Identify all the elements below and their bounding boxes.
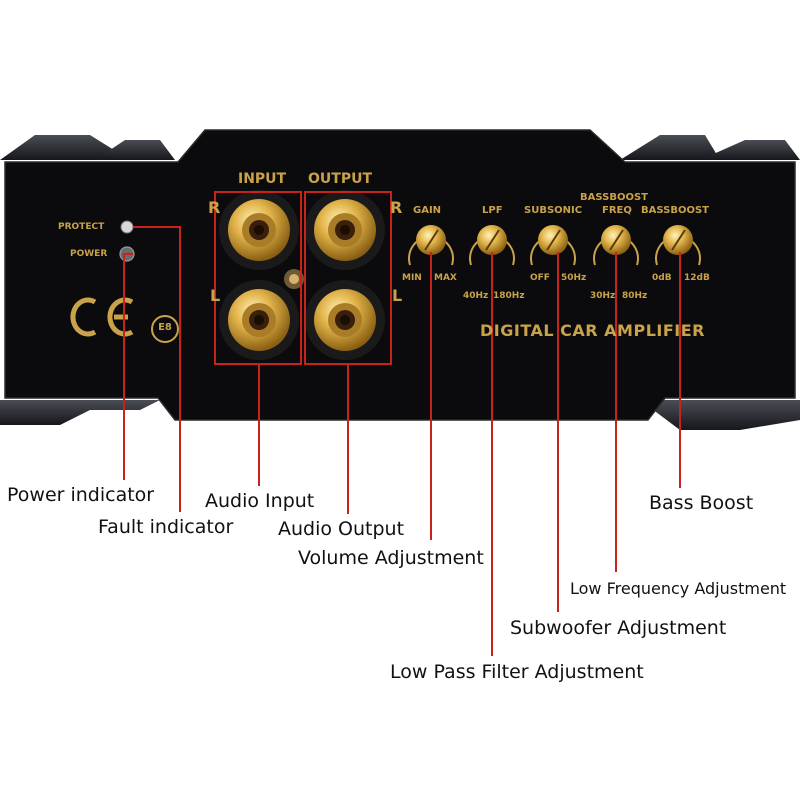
rca-left-label-input: L [210,286,221,305]
subsonic-max-label: 50Hz [561,273,587,283]
audio-output-callout: Audio Output [278,518,405,540]
callout-lines [123,226,681,656]
e-mark-label: E8 [158,322,172,333]
rca-left-label-output: L [392,286,403,305]
audio-input-callout: Audio Input [205,490,315,512]
adjustment-knobs [408,225,701,266]
output-label: OUTPUT [308,171,372,187]
rca-sockets [219,190,385,360]
model-text: DIGITAL CAR AMPLIFIER [480,321,705,340]
subwoofer-adjustment-callout: Subwoofer Adjustment [510,617,727,639]
power-label: POWER [70,249,108,259]
protect-label: PROTECT [58,222,105,232]
heatsink-fins-top [0,135,800,160]
bassboost-label: BASSBOOST [641,205,709,216]
freq-max-label: 80Hz [622,291,648,301]
rca-right-label-output: R [390,198,403,217]
input-label: INPUT [238,171,287,187]
e-mark-circle [151,315,179,343]
fault-indicator-callout: Fault indicator [98,516,234,538]
protect-led [120,220,134,234]
bass-boost-callout: Bass Boost [649,492,754,514]
gain-label: GAIN [413,205,442,216]
lpf-min-label: 40Hz [463,291,489,301]
lpf-label: LPF [482,205,503,216]
amplifier-panel [4,129,796,421]
freq-top-label: BASSBOOST [580,192,648,203]
subsonic-min-label: OFF [530,273,550,283]
bassboost-min-label: 0dB [652,273,672,283]
freq-min-label: 30Hz [590,291,616,301]
freq-label: FREQ [602,205,632,216]
bassboost-max-label: 12dB [684,273,710,283]
volume-adjustment-callout: Volume Adjustment [298,547,484,569]
rca-right-label-input: R [208,198,221,217]
low-frequency-adjustment-callout: Low Frequency Adjustment [570,579,787,598]
gain-min-label: MIN [402,273,422,283]
low-pass-filter-callout: Low Pass Filter Adjustment [390,661,644,683]
power-indicator-callout: Power indicator [7,484,155,506]
lpf-max-label: 180Hz [493,291,525,301]
gain-max-label: MAX [434,273,457,283]
subsonic-label: SUBSONIC [524,205,583,216]
